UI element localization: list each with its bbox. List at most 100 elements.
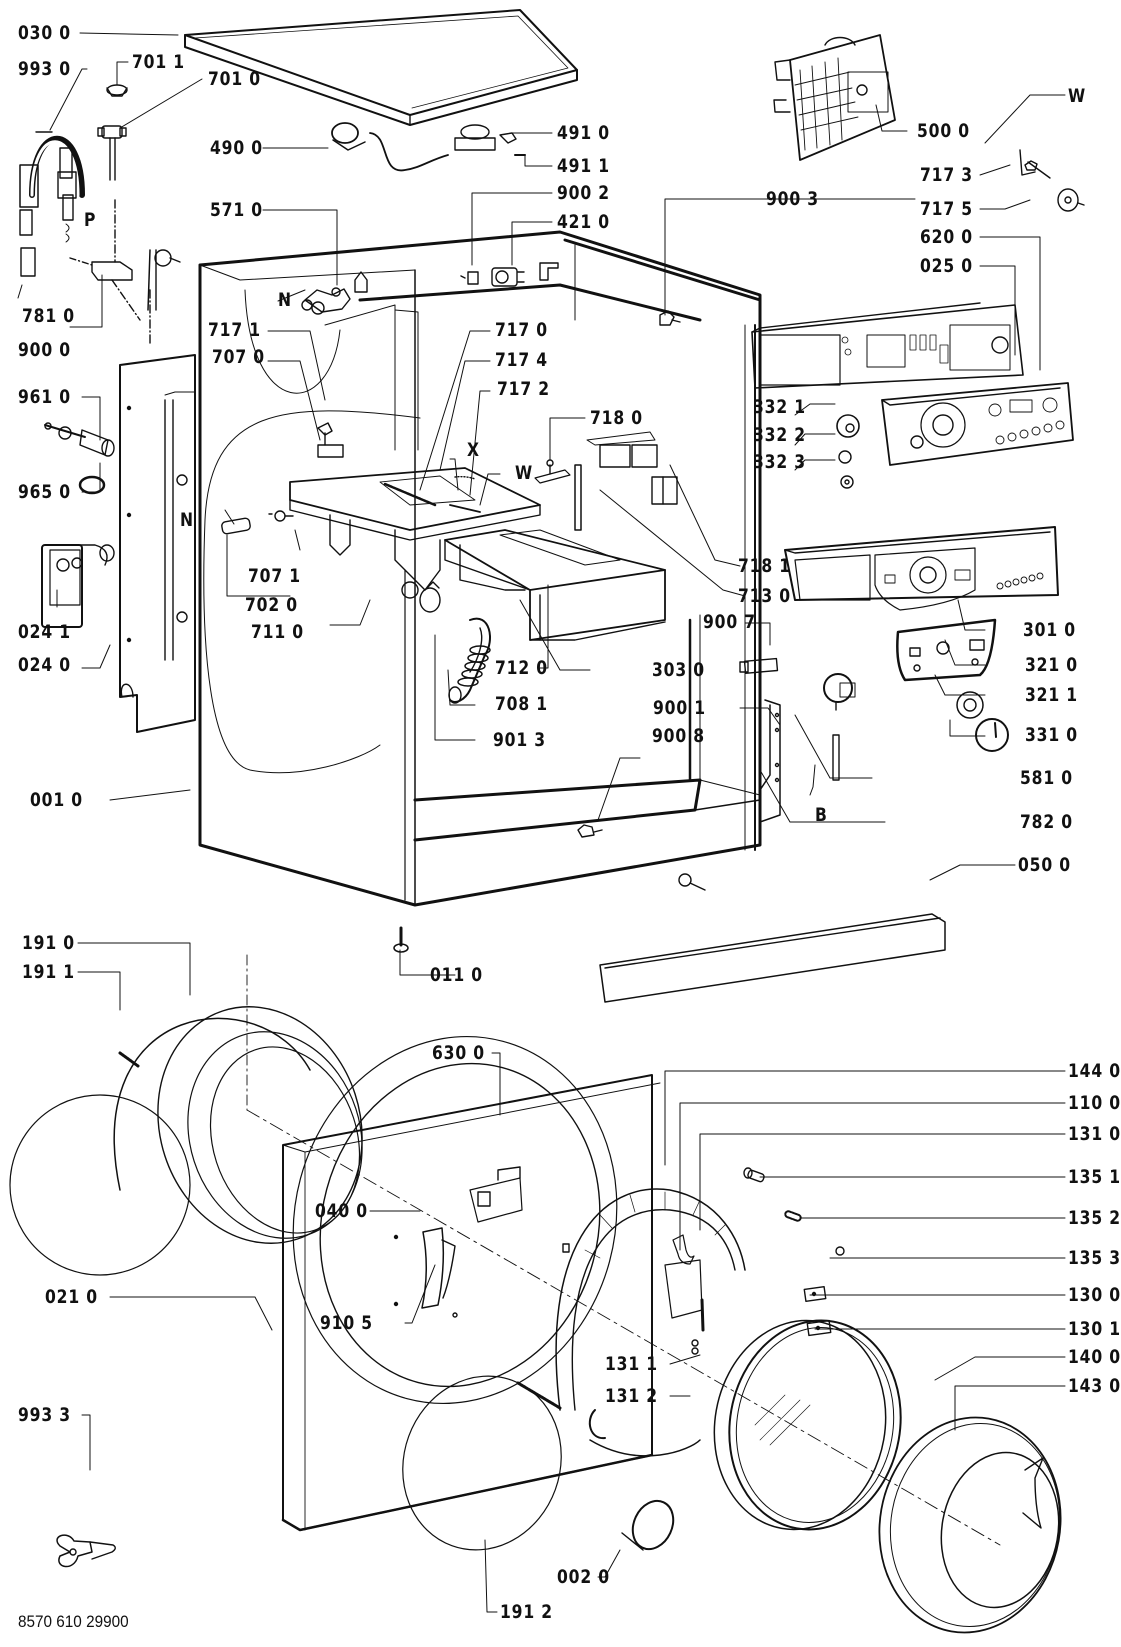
callout-011-0: 011 0: [430, 964, 483, 986]
pressure-switch: [824, 674, 855, 710]
hinge-pin: [744, 1168, 765, 1182]
callout-993-0: 993 0: [18, 58, 71, 80]
callout-581-0: 581 0: [1020, 767, 1073, 789]
callout-491-1: 491 1: [557, 155, 610, 177]
interference-filter: [455, 125, 525, 155]
callout-140-0: 140 0: [1068, 1346, 1121, 1368]
callout-711-0: 711 0: [251, 621, 304, 643]
cabinet-body: [200, 232, 760, 905]
callout-718-0: 718 0: [590, 407, 643, 429]
knob-insert: [841, 476, 853, 488]
callout-910-5: 910 5: [320, 1312, 373, 1334]
plinth: [600, 914, 945, 1002]
callout-025-0: 025 0: [920, 255, 973, 277]
door-interlock: [470, 1167, 522, 1222]
program-knob: [976, 719, 1008, 751]
callout-901-3: 901 3: [493, 729, 546, 751]
callout-712-0: 712 0: [495, 657, 548, 679]
callout-630-0: 630 0: [432, 1042, 485, 1064]
callout-491-0: 491 0: [557, 122, 610, 144]
callout-332-3: 332 3: [753, 451, 806, 473]
callout-701-1: 701 1: [132, 51, 185, 73]
keypad-board: [882, 383, 1073, 465]
knob-spring: [839, 451, 851, 463]
dispenser-drawer: [445, 530, 665, 640]
callout-500-0: 500 0: [917, 120, 970, 142]
knob-bearing: [837, 415, 859, 437]
program-fascia: [897, 620, 995, 680]
callout-130-0: 130 0: [1068, 1284, 1121, 1306]
callout-900-7: 900 7: [703, 611, 756, 633]
cable-rail: [760, 700, 780, 822]
electronic-module: [774, 35, 895, 160]
hose-clamp: [98, 126, 126, 180]
callout-024-0: 024 0: [18, 654, 71, 676]
clip-fastener: [660, 311, 680, 325]
callout-030-0: 030 0: [18, 22, 71, 44]
dispenser-cap: [107, 85, 127, 96]
front-control-panel: [785, 527, 1058, 610]
callout-421-0: 421 0: [557, 211, 610, 233]
door-hinge: [665, 1235, 703, 1330]
outer-door-ring: [863, 1403, 1078, 1647]
callout-717-1: 717 1: [208, 319, 261, 341]
adjustable-foot: [394, 928, 408, 952]
pressure-tube: [833, 735, 839, 780]
callout-303-0: 303 0: [652, 659, 705, 681]
callout-620-0: 620 0: [920, 226, 973, 248]
counterweight-damper: [45, 423, 114, 456]
callout-191-2: 191 2: [500, 1601, 553, 1623]
callout-571-0: 571 0: [210, 199, 263, 221]
hose-connector: [221, 511, 293, 534]
callout-717-0: 717 0: [495, 319, 548, 341]
callout-131-0: 131 0: [1068, 1123, 1121, 1145]
drawer-flap: [587, 432, 677, 504]
callout-900-8: 900 8: [652, 725, 705, 747]
callout-331-0: 331 0: [1025, 724, 1078, 746]
spanner-tool: [57, 1535, 115, 1566]
callout-P: P: [84, 209, 97, 231]
callout-707-1: 707 1: [248, 565, 301, 587]
seal-spring: [0, 1053, 204, 1289]
callout-332-1: 332 1: [753, 396, 806, 418]
level-pipe: [318, 423, 343, 457]
callout-050-0: 050 0: [1018, 854, 1071, 876]
callout-961-0: 961 0: [18, 386, 71, 408]
callout-191-1: 191 1: [22, 961, 75, 983]
hinge-spring: [784, 1210, 801, 1221]
callout-144-0: 144 0: [1068, 1060, 1121, 1082]
callout-900-2: 900 2: [557, 182, 610, 204]
door-lock-solenoid: [461, 263, 558, 286]
callout-024-1: 024 1: [18, 621, 71, 643]
callout-781-0: 781 0: [22, 305, 75, 327]
callout-131-2: 131 2: [605, 1385, 658, 1407]
callout-900-1: 900 1: [653, 697, 706, 719]
callout-135-2: 135 2: [1068, 1207, 1121, 1229]
callout-143-0: 143 0: [1068, 1375, 1121, 1397]
callout-301-0: 301 0: [1023, 619, 1076, 641]
callout-130-1: 130 1: [1068, 1318, 1121, 1340]
callout-135-1: 135 1: [1068, 1166, 1121, 1188]
callout-782-0: 782 0: [1020, 811, 1073, 833]
detergent-dispenser: [290, 468, 540, 612]
callout-191-0: 191 0: [22, 932, 75, 954]
callout-W-dispenser: W: [515, 462, 534, 484]
document-number: 8570 610 29900: [18, 1612, 129, 1631]
leader-lines: [18, 33, 1065, 1612]
hinge-washer: [836, 1247, 844, 1255]
callout-X: X: [467, 439, 480, 461]
callout-900-3: 900 3: [766, 188, 819, 210]
control-board: [752, 303, 1023, 388]
callout-701-0: 701 0: [208, 68, 261, 90]
callout-713-0: 713 0: [738, 585, 791, 607]
callout-002-0: 002 0: [557, 1566, 610, 1588]
callout-B: B: [815, 804, 828, 826]
floor-clip: [578, 825, 602, 837]
window-disc: [379, 1354, 586, 1573]
seal-ring: [80, 477, 104, 493]
callout-W-top: W: [1068, 85, 1087, 107]
callout-702-0: 702 0: [245, 594, 298, 616]
callout-321-1: 321 1: [1025, 684, 1078, 706]
drain-cap: [622, 1494, 681, 1555]
